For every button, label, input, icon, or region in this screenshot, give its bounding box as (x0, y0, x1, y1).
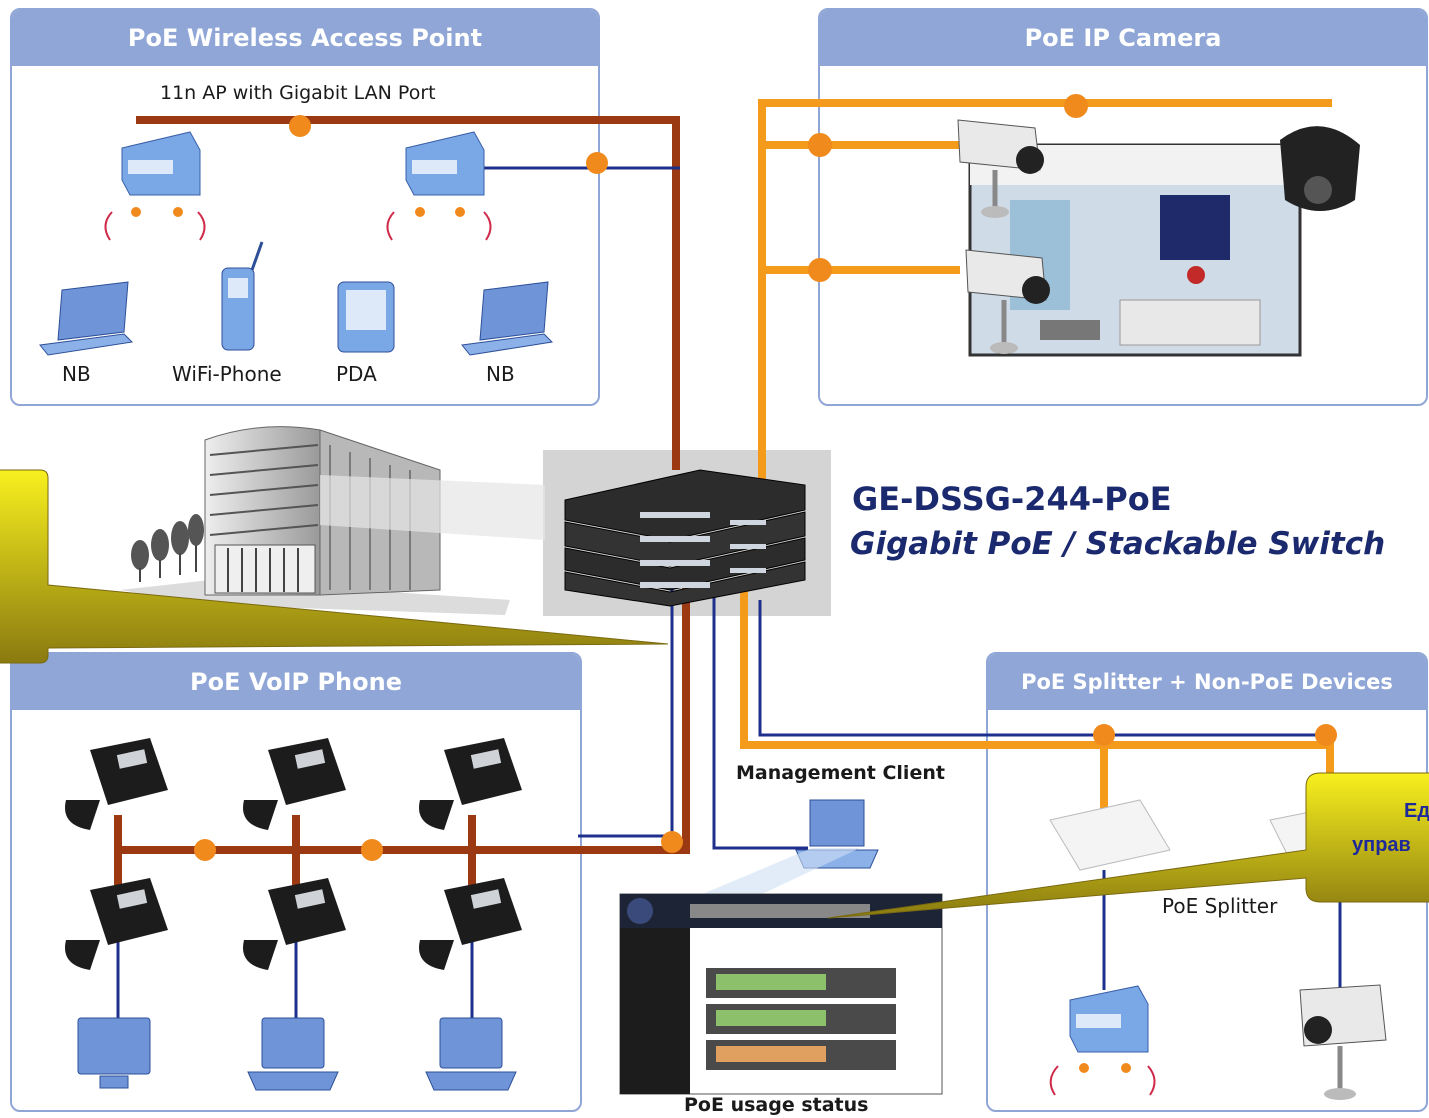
access-point-icon-1 (104, 131, 206, 241)
access-point-icon-3 (1049, 985, 1156, 1096)
switch-model: GE-DSSG-244-PoE (852, 480, 1172, 518)
device-label-pda: PDA (336, 362, 377, 386)
panel-voip-title: PoE VoIP Phone (12, 654, 580, 710)
brown-poe-links (114, 116, 690, 885)
lobby-photo (968, 143, 1302, 357)
web-ui-screenshot (619, 893, 943, 1095)
device-label-wifi-phone: WiFi-Phone (172, 362, 282, 386)
poe-usage-label: PoE usage status (684, 1094, 869, 1116)
ip-camera-icon-3 (1299, 984, 1387, 1100)
pc-icons (77, 1017, 517, 1091)
pda-icon (337, 281, 395, 353)
poe-splitter-label: PoE Splitter (1162, 894, 1278, 918)
dome-camera-icon (1280, 126, 1360, 211)
device-label-nb-1: NB (62, 362, 91, 386)
callout-right-line1: Ед (1404, 800, 1429, 822)
management-client-label: Management Client (736, 762, 945, 784)
callout-right-line2: управ (1352, 834, 1411, 856)
ip-camera-icon-1 (957, 119, 1044, 218)
callout-left (0, 469, 669, 664)
panel-camera-title: PoE IP Camera (820, 10, 1426, 66)
switch-description: Gigabit PoE / Stackable Switch (850, 526, 1386, 562)
voip-phone-icons (65, 738, 522, 970)
poe-splitter-icon-1 (1049, 799, 1171, 871)
device-label-nb-2: NB (486, 362, 515, 386)
ip-camera-icon-2 (965, 249, 1050, 354)
orange-poe-links (740, 99, 1334, 815)
laptop-icon-2 (461, 281, 554, 356)
wifi-phone-icon (221, 241, 264, 351)
building-icon (120, 426, 545, 615)
wireless-subtitle: 11n AP with Gigabit LAN Port (160, 82, 436, 104)
stackable-switch-icon (564, 469, 806, 607)
panel-wireless-title: PoE Wireless Access Point (12, 10, 598, 66)
poe-badges (194, 94, 1337, 861)
access-point-icon-2 (386, 131, 492, 241)
panel-splitter-title: PoE Splitter + Non-PoE Devices (988, 654, 1426, 710)
laptop-icon-1 (39, 281, 134, 356)
callout-right (827, 772, 1429, 919)
